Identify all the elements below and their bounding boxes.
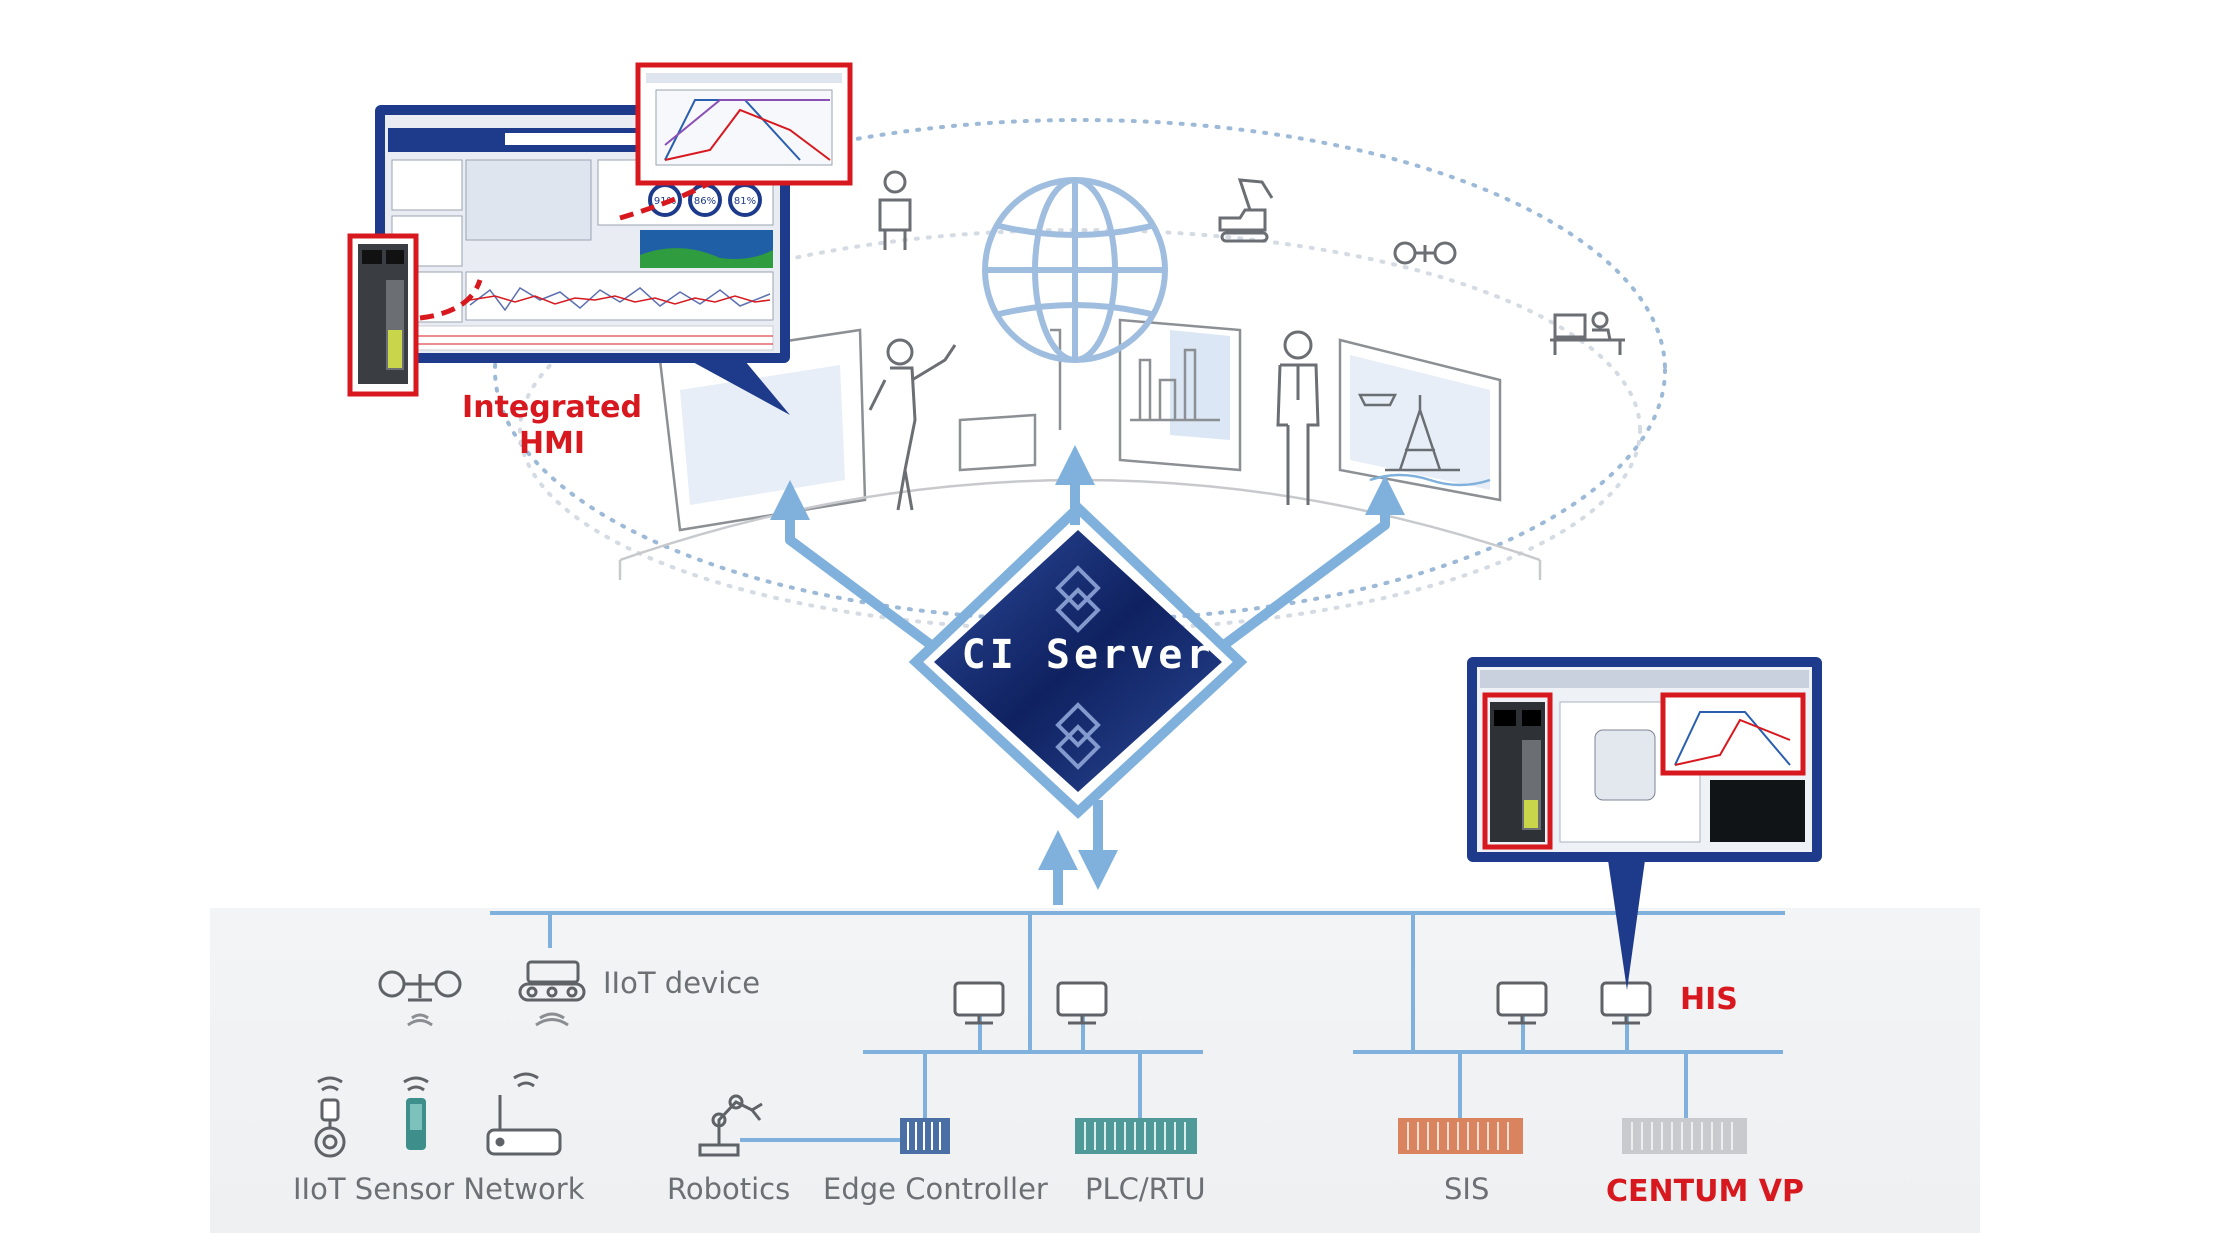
iiot-crawler-robot-icon [518,960,586,1027]
vibration-sensor-icon [314,1076,346,1158]
excavator-icon [1218,178,1274,243]
control-room-illustration [618,318,1542,580]
his-monitor [1467,657,1822,990]
ci-server-hub [908,501,1248,819]
gauge-value: 81% [734,196,756,207]
operator-desk-icon [1550,311,1625,355]
robotic-arm-icon [698,1094,763,1157]
ci-server-label: CI Server [961,632,1215,678]
network-lines [490,911,1785,1142]
integrated-hmi-label: Integrated HMI [462,390,642,462]
integrated-hmi-line1: Integrated [462,390,642,425]
worker-icon [878,170,912,250]
plc-rtu-rack [1075,1118,1197,1154]
drone-icon [1393,241,1457,265]
gateway-router-icon [486,1072,562,1156]
iiot-device-label: IIoT device [603,966,761,1000]
sis-rack [1398,1118,1523,1154]
sis-label: SIS [1444,1172,1490,1206]
gauge-value: 86% [694,196,716,207]
wireless-sensor-icon [403,1076,429,1150]
centum-vp-label: CENTUM VP [1606,1174,1804,1209]
plc-rtu-label: PLC/RTU [1085,1172,1206,1206]
integrated-hmi-line2: HMI [518,426,586,461]
robot-worker-icon [868,338,957,511]
engineer-icon [1276,330,1320,505]
iiot-sensor-network-label: IIoT Sensor Network [293,1172,585,1206]
workstation-icons [953,981,1652,1025]
robotics-label: Robotics [667,1172,791,1206]
his-label: HIS [1680,982,1738,1017]
globe-icon [982,177,1168,363]
integrated-hmi-monitor: 91% 86% 81% [347,62,853,415]
edge-controller-label: Edge Controller [823,1172,1048,1206]
centum-vp-rack [1622,1118,1747,1154]
iiot-drone-icon [378,970,462,1027]
edge-controller-module [900,1118,950,1154]
